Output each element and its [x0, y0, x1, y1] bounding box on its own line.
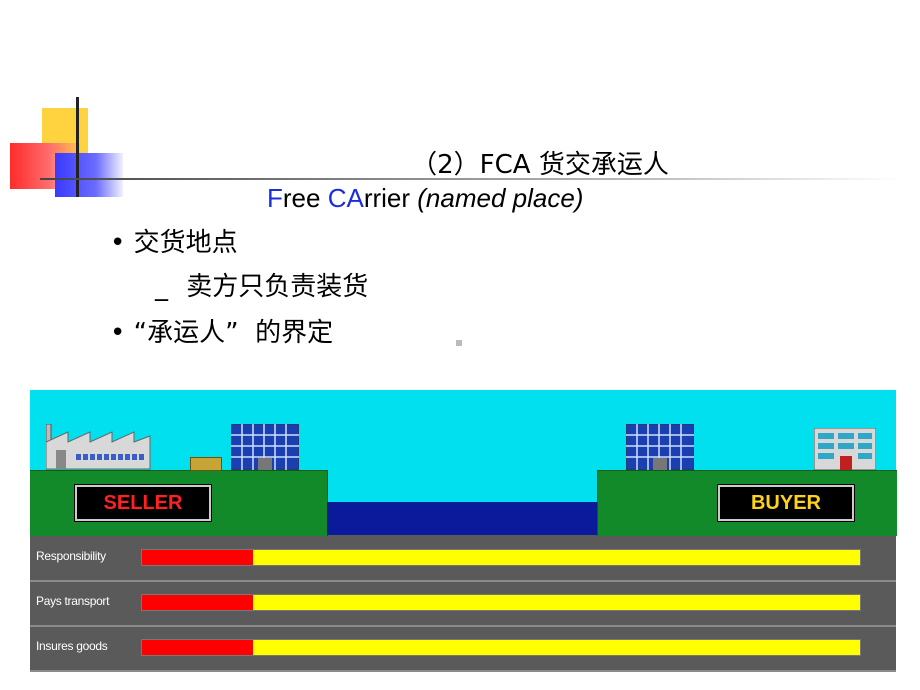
subtitle-accent-f: F: [267, 183, 283, 213]
row-label: Insures goods: [36, 639, 108, 653]
store-building-icon: [814, 428, 876, 470]
bullet-text: “承运人” 的界定: [133, 318, 334, 348]
decorative-dot: [456, 340, 462, 346]
office-building-icon: [626, 424, 694, 470]
bullet-marker: _: [155, 272, 168, 302]
bullet-marker: •: [110, 318, 126, 348]
bullet-marker: •: [110, 228, 126, 258]
row-responsibility: Responsibility: [30, 535, 896, 582]
factory-icon: [46, 424, 151, 470]
bullet-2: _ 卖方只负责装货: [155, 266, 368, 303]
subtitle-italic: (named place): [417, 183, 584, 213]
water: [327, 502, 597, 535]
subtitle-text-2: rrier: [363, 183, 418, 213]
obligation-track: [141, 594, 861, 611]
bullet-text: 卖方只负责装货: [186, 272, 369, 302]
row-label: Responsibility: [36, 549, 106, 563]
row-pays-transport: Pays transport: [30, 580, 896, 627]
seller-sign: SELLER: [75, 485, 211, 521]
seller-share-bar: [142, 595, 254, 610]
bullet-3: • “承运人” 的界定: [110, 312, 333, 349]
subtitle-accent-ca: CA: [327, 183, 364, 213]
bullet-text: 交货地点: [133, 228, 238, 258]
obligation-track: [141, 549, 861, 566]
seller-share-bar: [142, 640, 254, 655]
office-building-icon: [231, 424, 299, 470]
logo-blue-square: [55, 153, 123, 197]
row-label: Pays transport: [36, 594, 110, 608]
title-divider: [40, 178, 900, 180]
bullet-1: • 交货地点: [110, 222, 238, 259]
seller-share-bar: [142, 550, 254, 565]
subtitle-text-1: ree: [282, 183, 328, 213]
obligation-track: [141, 639, 861, 656]
obligation-bars: Responsibility Pays transport Insures go…: [30, 535, 896, 672]
slide-subtitle: Free CArrier (named place): [267, 183, 583, 214]
buyer-sign: BUYER: [718, 485, 854, 521]
slide-title: （2）FCA 货交承运人: [411, 150, 669, 180]
row-insures-goods: Insures goods: [30, 625, 896, 672]
cargo-crate-icon: [190, 457, 222, 471]
fca-diagram: SELLER BUYER Responsibility Pays transpo…: [30, 390, 897, 672]
logo-vertical-line: [76, 97, 79, 197]
